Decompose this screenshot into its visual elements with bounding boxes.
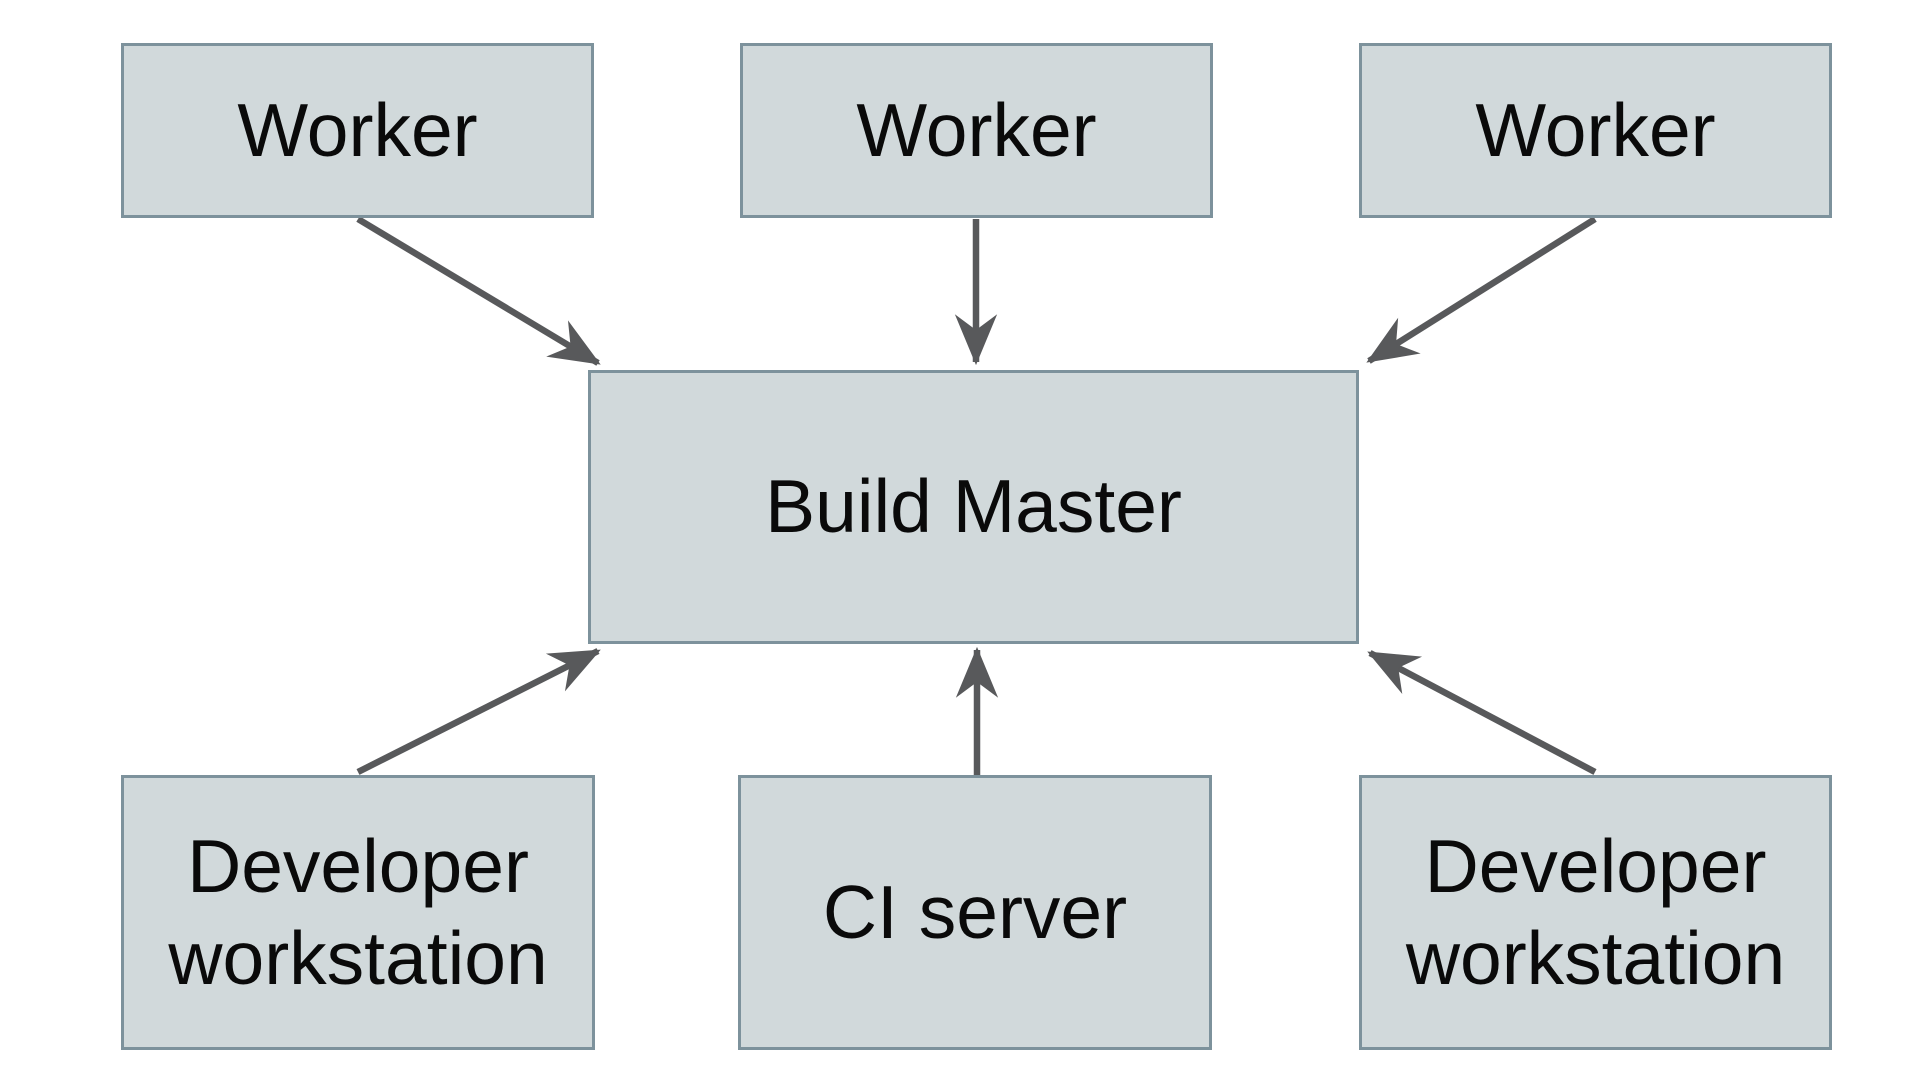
node-dev-workstation-right: Developer workstation: [1359, 775, 1832, 1050]
node-ci-server: CI server: [738, 775, 1212, 1050]
node-worker-right: Worker: [1359, 43, 1832, 218]
node-worker-center: Worker: [740, 43, 1213, 218]
node-dev-workstation-right-label: Developer workstation: [1405, 824, 1786, 1000]
node-build-master: Build Master: [588, 370, 1359, 644]
node-worker-right-label: Worker: [1475, 87, 1716, 172]
arrow-worker-right-to-build-master: [1366, 216, 1597, 364]
node-ci-server-label: CI server: [822, 869, 1128, 954]
arrow-dev-workstation-right-to-build-master: [1367, 650, 1597, 775]
node-worker-center-label: Worker: [856, 87, 1097, 172]
node-dev-workstation-left: Developer workstation: [121, 775, 595, 1050]
arrow-worker-left-to-build-master: [356, 216, 601, 366]
node-build-master-label: Build Master: [765, 464, 1182, 549]
node-worker-left-label: Worker: [237, 87, 478, 172]
node-worker-left: Worker: [121, 43, 594, 218]
node-dev-workstation-left-label: Developer workstation: [168, 824, 548, 1000]
arrow-dev-workstation-left-to-build-master: [356, 648, 601, 775]
